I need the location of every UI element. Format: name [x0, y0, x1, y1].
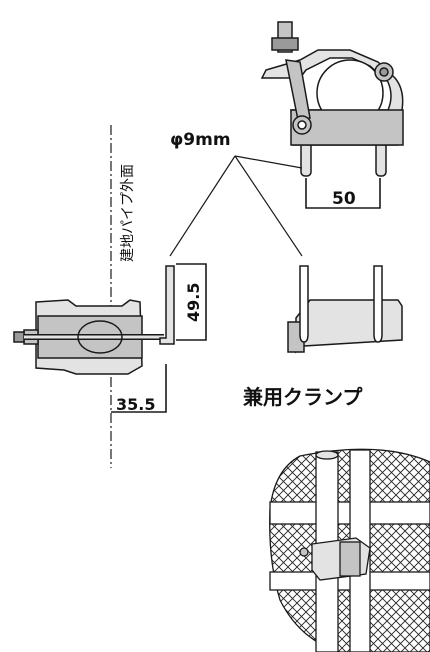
pipe-surface-label: 建地パイプ外面: [120, 164, 136, 262]
installation-illustration: [269, 448, 430, 652]
hook-height-label: 49.5: [184, 283, 203, 322]
dimension-35-5: [111, 364, 167, 413]
clamp-side-view: [13, 265, 175, 375]
clamp-name-label: 兼用クランプ: [243, 385, 363, 409]
pin-spacing-label: 50: [332, 189, 356, 209]
hook-offset-label: 35.5: [116, 395, 155, 414]
leader-lines: [169, 155, 303, 257]
clamp-front-view: [260, 21, 404, 177]
dimension-50: [305, 178, 381, 209]
dimension-49-5: [176, 263, 207, 341]
combination-clamp-view: [287, 265, 403, 354]
rod-diameter-label: φ9mm: [170, 130, 231, 150]
